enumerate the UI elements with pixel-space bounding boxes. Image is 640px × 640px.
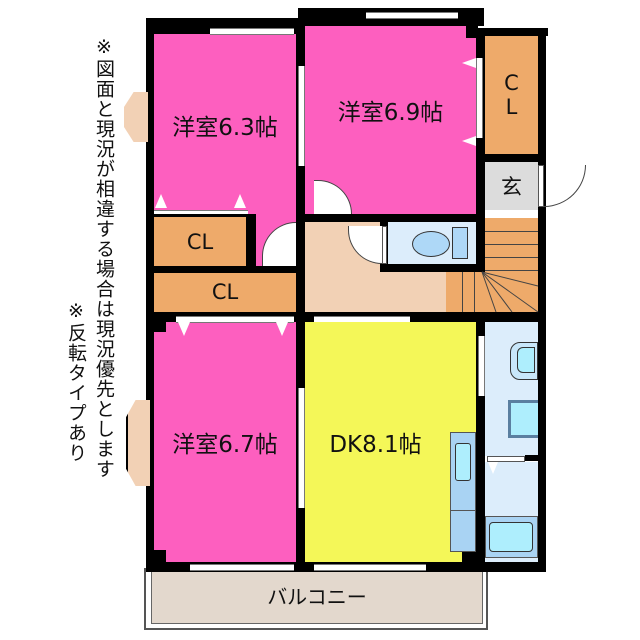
room-western-6-7-label: 洋室6.7帖 xyxy=(172,432,278,458)
closet-right-label-c: C xyxy=(504,71,519,95)
stairs xyxy=(485,218,538,312)
kitchen-counter xyxy=(450,432,476,552)
sink-icon xyxy=(455,443,471,481)
closet-right-bottom-wall xyxy=(478,154,546,162)
wall-top-right xyxy=(478,28,548,36)
stair-winder-lines xyxy=(481,271,539,313)
room-western-6-3-label: 洋室6.3帖 xyxy=(172,115,278,141)
window-interior-lower xyxy=(298,388,305,508)
bath-wall xyxy=(525,455,538,461)
closet-door-marker xyxy=(462,136,476,146)
note-discrepancy: ※図面と現況が相違する場合は現況優先とします xyxy=(93,36,115,479)
wall-right xyxy=(538,28,546,572)
closet-2: CL xyxy=(154,272,296,312)
balcony-label: バルコニー xyxy=(267,585,367,609)
basin-bowl-icon xyxy=(517,347,535,373)
window-top-western2 xyxy=(366,12,458,19)
stair-step xyxy=(462,272,463,312)
closet-right: C L xyxy=(485,36,538,154)
room-western-6-3: 洋室6.3帖 xyxy=(154,34,296,216)
closet2-top-wall xyxy=(146,266,301,273)
room-western-6-9: 洋室6.9帖 xyxy=(305,26,476,214)
wall-left xyxy=(146,18,154,570)
entrance: 玄 xyxy=(485,162,538,210)
toilet-door xyxy=(382,226,387,264)
room-western-6-9-label: 洋室6.9帖 xyxy=(337,100,444,126)
entrance-label: 玄 xyxy=(501,175,522,199)
closet-1-label: CL xyxy=(186,230,214,254)
stair-step xyxy=(485,257,538,258)
stair-step xyxy=(485,270,538,271)
note-reversed-type: ※反転タイプあり xyxy=(65,300,87,463)
closet-1: CL xyxy=(154,217,246,267)
entrance-door-swing xyxy=(544,165,586,207)
washbasin-icon xyxy=(510,342,538,380)
bath-door-marker xyxy=(488,462,498,474)
closet-right-label-l: L xyxy=(505,95,518,119)
window-top-western1 xyxy=(210,28,294,35)
stairs-landing xyxy=(446,272,486,312)
room-dk: DK8.1帖 xyxy=(305,322,476,562)
window-bottom-western3 xyxy=(190,564,294,571)
closet-door-marker xyxy=(178,322,190,336)
toilet-bowl-icon xyxy=(412,231,450,257)
closet-door-marker xyxy=(462,58,476,68)
window-bottom-dk xyxy=(314,564,426,571)
entrance-door xyxy=(538,165,544,207)
closet-2-sliding-door xyxy=(176,316,294,323)
corner-pillar xyxy=(466,26,478,38)
bay-window-bottom xyxy=(126,400,150,486)
bathtub-icon xyxy=(485,516,538,558)
bay-window-top xyxy=(124,92,148,142)
toilet-tank-icon xyxy=(452,227,468,259)
closet-2-label: CL xyxy=(211,280,239,304)
corner-pillar xyxy=(154,322,166,332)
closet-door-marker xyxy=(155,194,167,208)
toilet xyxy=(388,222,476,264)
room-western-6-7: 洋室6.7帖 xyxy=(154,322,296,562)
bath-door xyxy=(487,456,525,462)
corner-pillar xyxy=(462,552,476,562)
dk-door xyxy=(478,336,485,396)
stair-step xyxy=(474,272,475,312)
closet-door-marker xyxy=(234,194,246,208)
wall-mid-vertical xyxy=(296,18,305,570)
balcony: バルコニー xyxy=(151,568,483,624)
closet-right-sliding-door xyxy=(476,58,483,138)
counter-divider xyxy=(451,510,475,511)
corner-pillar xyxy=(154,550,166,562)
washing-machine-icon xyxy=(508,400,538,438)
closet-door-marker xyxy=(276,322,288,336)
room-dk-label: DK8.1帖 xyxy=(329,432,422,458)
window-interior-mid xyxy=(298,66,305,166)
bathtub-basin-icon xyxy=(489,522,533,552)
stair-step xyxy=(485,231,538,232)
stair-step xyxy=(485,244,538,245)
hall-top-wall xyxy=(296,214,478,222)
